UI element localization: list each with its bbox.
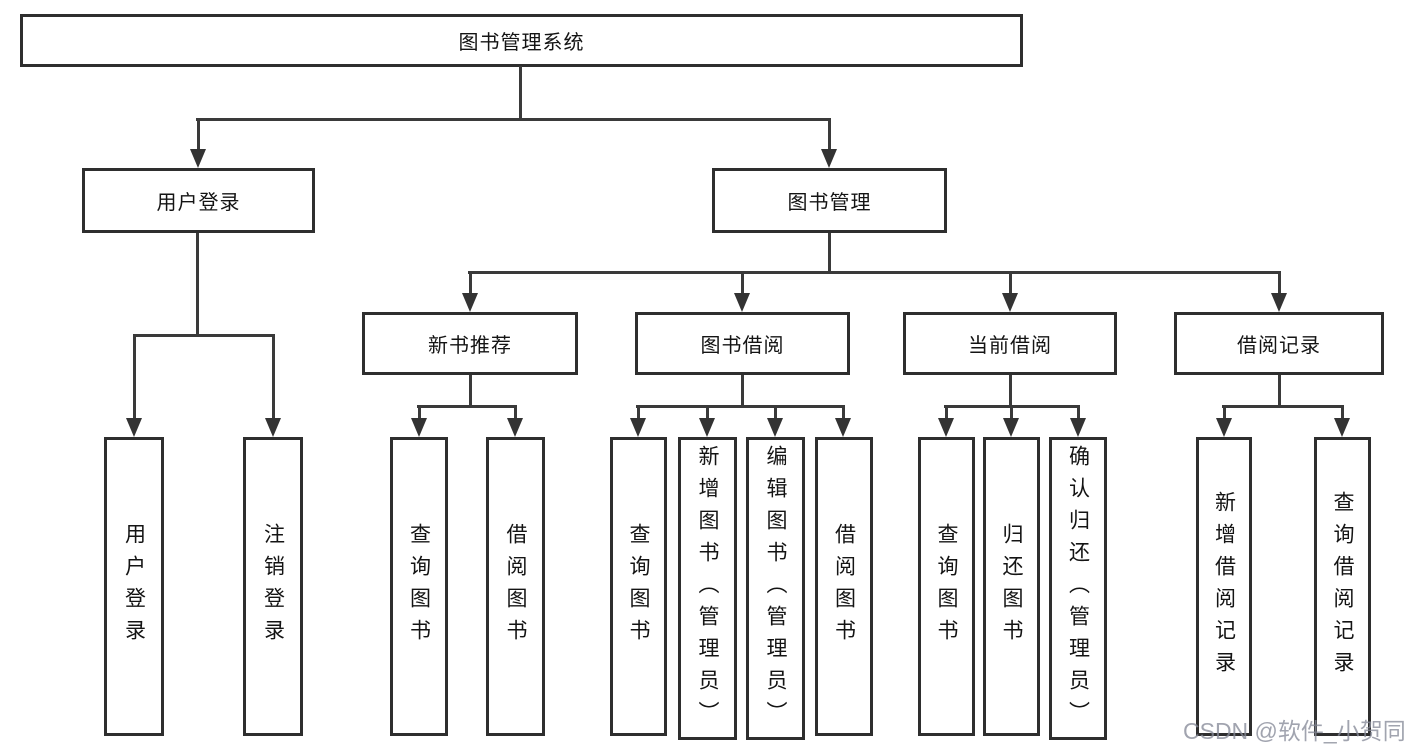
connector-stem-user-login bbox=[196, 233, 199, 337]
leaf-add-book-admin: 新增图书（管理员） bbox=[678, 437, 737, 740]
leaf-borrow-books-rec: 借阅图书 bbox=[486, 437, 545, 736]
arrowhead-down-icon bbox=[190, 149, 206, 168]
node-current: 当前借阅 bbox=[903, 312, 1117, 375]
leaf-query-books-current: 查询图书 bbox=[918, 437, 975, 736]
leaf-return-book: 归还图书 bbox=[983, 437, 1040, 736]
leaf-query-books-borrow: 查询图书 bbox=[610, 437, 667, 736]
connector-arrow-new-book bbox=[462, 271, 478, 312]
arrowhead-down-icon bbox=[699, 418, 715, 437]
connector-arrow bbox=[411, 405, 427, 437]
node-user-login: 用户登录 bbox=[82, 168, 315, 233]
node-current-label: 当前借阅 bbox=[968, 335, 1052, 357]
connector-arrow-login bbox=[126, 334, 142, 437]
connector-arrow bbox=[1070, 405, 1086, 437]
connector-arrow bbox=[1216, 405, 1232, 437]
leaf-query-books-current-label: 查询图书 bbox=[935, 522, 958, 651]
arrowhead-down-icon bbox=[835, 418, 851, 437]
node-user-login-label: 用户登录 bbox=[156, 192, 241, 214]
connector-bar-user-login bbox=[133, 334, 275, 337]
connector-arrow bbox=[767, 405, 783, 437]
leaf-confirm-return-admin: 确认归还（管理员） bbox=[1049, 437, 1107, 740]
leaf-edit-book-admin-label: 编辑图书（管理员） bbox=[764, 444, 787, 733]
connector-bar-root bbox=[196, 118, 831, 121]
leaf-return-book-label: 归还图书 bbox=[1000, 522, 1023, 651]
arrowhead-down-icon bbox=[630, 418, 646, 437]
arrowhead-down-icon bbox=[938, 418, 954, 437]
leaf-add-book-admin-label: 新增图书（管理员） bbox=[696, 444, 719, 733]
node-new-book: 新书推荐 bbox=[362, 312, 578, 375]
leaf-query-books-rec: 查询图书 bbox=[390, 437, 448, 736]
connector-arrow-records bbox=[1271, 271, 1287, 312]
leaf-borrow-book: 借阅图书 bbox=[815, 437, 873, 736]
connector-arrow bbox=[507, 405, 523, 437]
arrowhead-down-icon bbox=[821, 149, 837, 168]
leaf-query-books-rec-label: 查询图书 bbox=[407, 522, 431, 651]
arrowhead-down-icon bbox=[411, 418, 427, 437]
connector-arrow-user-login bbox=[190, 118, 206, 168]
connector-stem-current bbox=[1009, 375, 1012, 408]
arrowhead-down-icon bbox=[126, 418, 142, 437]
leaf-user-login: 用户登录 bbox=[104, 437, 164, 736]
leaf-user-login-label: 用户登录 bbox=[122, 522, 146, 651]
arrowhead-down-icon bbox=[462, 293, 478, 312]
connector-bar-book-mgmt bbox=[468, 271, 1281, 274]
connector-arrow bbox=[630, 405, 646, 437]
connector-arrow bbox=[938, 405, 954, 437]
node-borrowing-label: 图书借阅 bbox=[700, 335, 785, 357]
leaf-logout: 注销登录 bbox=[243, 437, 303, 736]
leaf-query-borrow-record: 查询借阅记录 bbox=[1314, 437, 1371, 736]
leaf-query-borrow-record-label: 查询借阅记录 bbox=[1331, 490, 1354, 683]
arrowhead-down-icon bbox=[507, 418, 523, 437]
node-borrowing: 图书借阅 bbox=[635, 312, 850, 375]
connector-arrow bbox=[1334, 405, 1350, 437]
connector-bar-new-book bbox=[417, 405, 517, 408]
arrowhead-down-icon bbox=[265, 418, 281, 437]
connector-arrow bbox=[699, 405, 715, 437]
node-new-book-label: 新书推荐 bbox=[428, 335, 512, 357]
node-root-label: 图书管理系统 bbox=[458, 32, 585, 54]
connector-bar-records bbox=[1222, 405, 1344, 408]
leaf-query-books-borrow-label: 查询图书 bbox=[627, 522, 650, 651]
connector-arrow-current bbox=[1002, 271, 1018, 312]
csdn-watermark: CSDN @软件_小贺同学 bbox=[1183, 718, 1405, 744]
connector-stem-book-mgmt bbox=[828, 233, 831, 274]
connector-stem-new-book bbox=[469, 375, 472, 408]
leaf-borrow-books-rec-label: 借阅图书 bbox=[504, 522, 527, 651]
node-book-mgmt: 图书管理 bbox=[712, 168, 947, 233]
arrowhead-down-icon bbox=[1003, 418, 1019, 437]
connector-arrow bbox=[835, 405, 851, 437]
arrowhead-down-icon bbox=[1216, 418, 1232, 437]
connector-stem-borrowing bbox=[741, 375, 744, 408]
arrowhead-down-icon bbox=[1002, 293, 1018, 312]
connector-stem-root bbox=[519, 66, 522, 120]
arrowhead-down-icon bbox=[1271, 293, 1287, 312]
connector-arrow-borrowing bbox=[734, 271, 750, 312]
arrowhead-down-icon bbox=[1334, 418, 1350, 437]
connector-bar-borrowing bbox=[636, 405, 845, 408]
node-records-label: 借阅记录 bbox=[1237, 335, 1321, 357]
connector-arrow bbox=[1003, 405, 1019, 437]
connector-stem-records bbox=[1278, 375, 1281, 408]
leaf-add-borrow-record: 新增借阅记录 bbox=[1196, 437, 1252, 736]
node-records: 借阅记录 bbox=[1174, 312, 1384, 375]
node-book-mgmt-label: 图书管理 bbox=[787, 192, 872, 214]
leaf-logout-label: 注销登录 bbox=[261, 522, 285, 651]
arrowhead-down-icon bbox=[767, 418, 783, 437]
leaf-edit-book-admin: 编辑图书（管理员） bbox=[746, 437, 805, 740]
leaf-confirm-return-admin-label: 确认归还（管理员） bbox=[1066, 444, 1090, 733]
leaf-borrow-book-label: 借阅图书 bbox=[832, 522, 856, 651]
arrowhead-down-icon bbox=[734, 293, 750, 312]
node-root: 图书管理系统 bbox=[20, 14, 1023, 67]
connector-arrow-logout bbox=[265, 334, 281, 437]
arrowhead-down-icon bbox=[1070, 418, 1086, 437]
leaf-add-borrow-record-label: 新增借阅记录 bbox=[1212, 490, 1236, 683]
connector-arrow-book-mgmt bbox=[821, 118, 837, 168]
